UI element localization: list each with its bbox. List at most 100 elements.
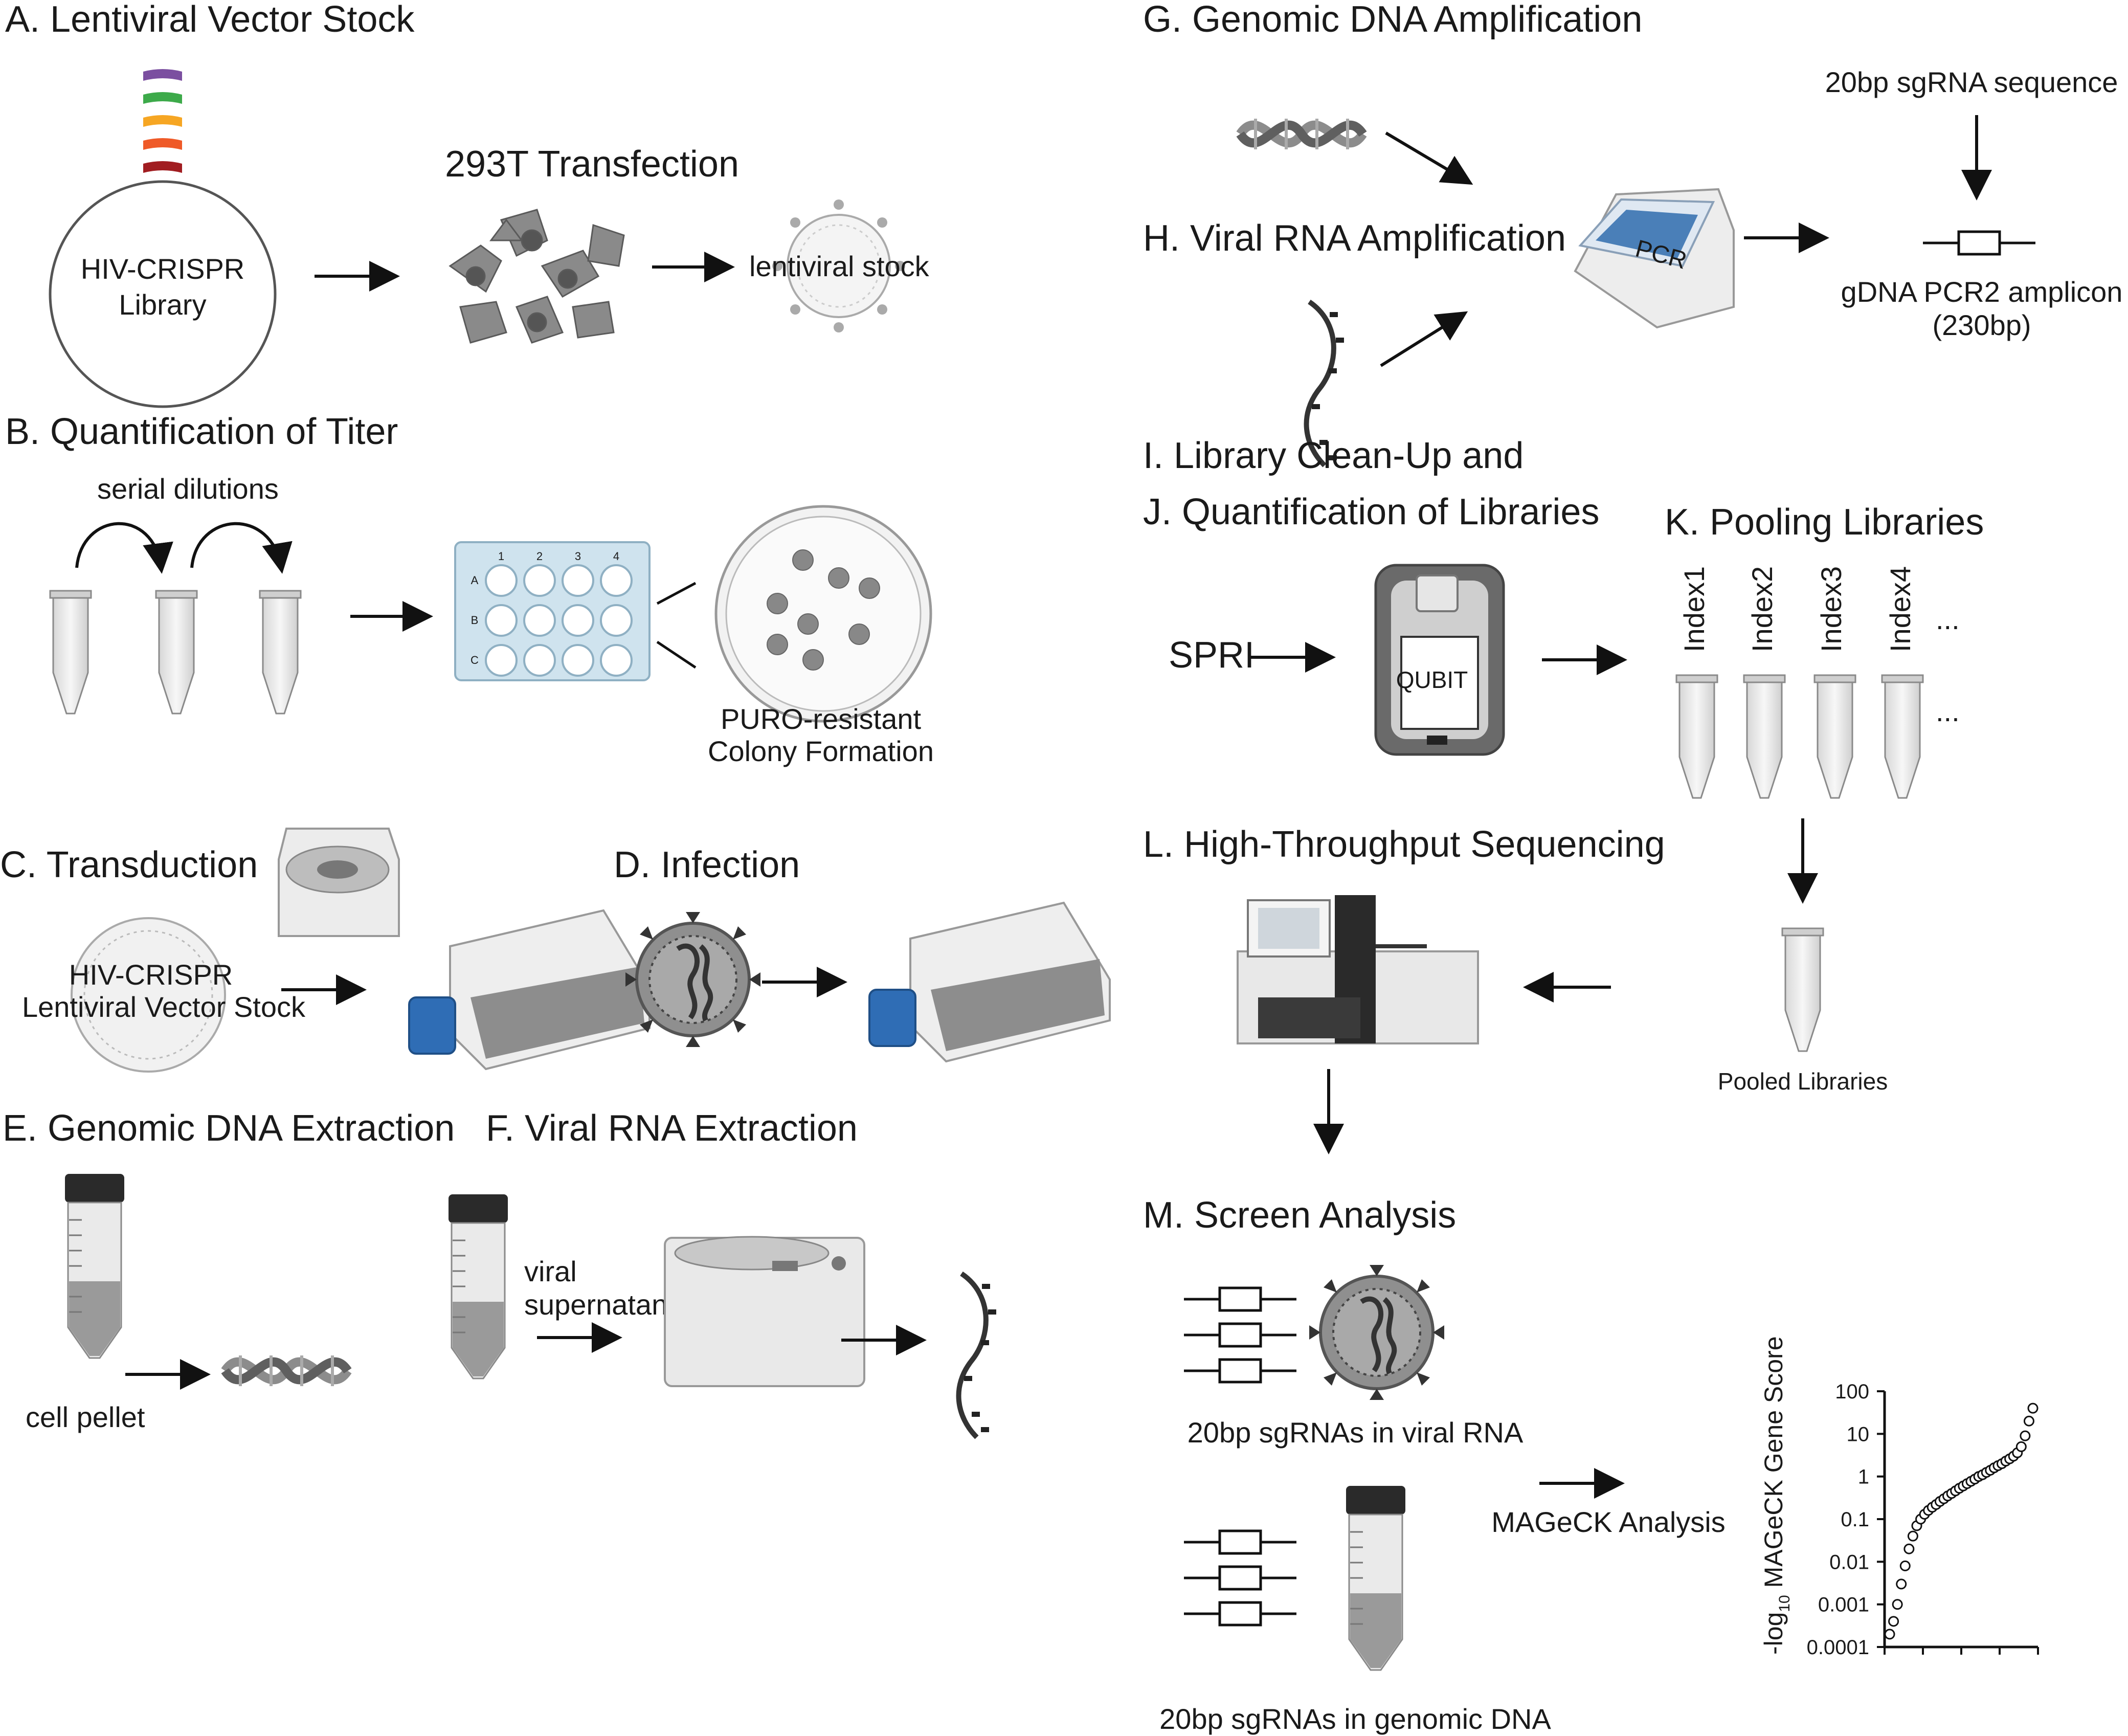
- viral-grna-1: [1184, 1288, 1296, 1310]
- dna-icon-e: [225, 1355, 348, 1386]
- panel-h: H. Viral RNA Amplification: [1143, 218, 1566, 465]
- index-tube-3: [1813, 674, 1856, 799]
- cell-cluster-illustration: [449, 209, 625, 344]
- plate-col-label: 2: [536, 550, 543, 563]
- plate-well: [523, 564, 556, 597]
- mageck-analysis-label: MAGeCK Analysis: [1491, 1506, 1726, 1538]
- serial-dilutions-label: serial dilutions: [97, 473, 279, 505]
- plate-well: [600, 644, 633, 677]
- arrow-h1: [1380, 311, 1468, 367]
- index-label-3: Index3: [1815, 566, 1847, 652]
- panel-g-title: G. Genomic DNA Amplification: [1143, 0, 1642, 40]
- plasmid-barcode-bands: [143, 69, 182, 196]
- chart-y-label: -log10 MAGeCK Gene Score: [1759, 1336, 1793, 1655]
- panel-e: E. Genomic DNA Extraction cell pellet: [3, 1108, 455, 1433]
- panel-m: M. Screen Analysis 20bp sgRNAs in viral …: [1143, 1195, 2039, 1735]
- panel-l: L. High-Throughput Sequencing Pooled Lib…: [1143, 824, 1888, 1154]
- sgrna-sequence-label: 20bp sgRNA sequence: [1825, 66, 2118, 98]
- dilution-tube-3: [259, 590, 302, 715]
- panel-ij: I. Library Clean-Up and J. Quantificatio…: [1143, 435, 1627, 756]
- plate-well: [600, 604, 633, 637]
- panel-j-title: J. Quantification of Libraries: [1143, 492, 1599, 532]
- conical-tube-f: [447, 1193, 509, 1379]
- chart-point: [1888, 1616, 1899, 1627]
- panel-a: A. Lentiviral Vector Stock HIV-CRISPR Li…: [5, 0, 930, 408]
- panel-f-title: F. Viral RNA Extraction: [486, 1108, 858, 1149]
- dilution-arrow-2: [190, 522, 293, 574]
- index-label-2: Index2: [1746, 566, 1778, 652]
- plasmid-band: [143, 69, 182, 81]
- arrow-g1: [1385, 131, 1473, 185]
- plate-well: [485, 604, 518, 637]
- chart-x-ticks: [1884, 1647, 2039, 1655]
- plate-col-label: 1: [498, 550, 504, 563]
- dilution-arrow-1: [75, 522, 173, 574]
- panel-h-title: H. Viral RNA Amplification: [1143, 218, 1566, 259]
- chart-tick-label: 0.001: [1818, 1594, 1869, 1616]
- rna-icon-f: [959, 1274, 996, 1437]
- conical-tube-m: [1345, 1485, 1406, 1671]
- vector-stock-line2: Lentiviral Vector Stock: [22, 991, 306, 1023]
- panel-k-title: K. Pooling Libraries: [1665, 502, 1984, 543]
- plate-row-label: B: [471, 614, 479, 627]
- panel-c-title: C. Transduction: [0, 844, 258, 885]
- panel-d-title: D. Infection: [614, 844, 800, 885]
- plate-well: [562, 604, 594, 637]
- transfection-label: 293T Transfection: [445, 144, 739, 185]
- flask-icon-d: [868, 902, 1111, 1062]
- amplicon-line2: (230bp): [1932, 309, 2031, 341]
- plate-well: [485, 644, 518, 677]
- petri-dish: [714, 505, 932, 723]
- panel-c: C. Transduction HIV-CRISPR Lentiviral Ve…: [0, 828, 651, 1073]
- plasmid-label-line1: HIV-CRISPR: [81, 253, 245, 285]
- chart-point: [2015, 1441, 2027, 1452]
- spri-label: SPRI: [1169, 635, 1255, 676]
- cell-pellet-label: cell pellet: [26, 1401, 145, 1433]
- chart-point: [1884, 1629, 1895, 1640]
- index-tube-2: [1743, 674, 1786, 799]
- chart-tick-label: 0.1: [1841, 1508, 1869, 1531]
- panel-i-title: I. Library Clean-Up and: [1143, 435, 1524, 476]
- chart-point: [1903, 1543, 1915, 1554]
- amplicon-grna-icon: [1923, 232, 2035, 254]
- genomic-grna-3: [1184, 1603, 1296, 1625]
- dna-icon-g: [1240, 119, 1363, 149]
- genomic-grna-2: [1184, 1567, 1296, 1589]
- pooled-libraries-tube: [1781, 927, 1824, 1052]
- zoom-line-top: [656, 582, 697, 605]
- pcr-machine: [1574, 188, 1735, 329]
- chart-tick-label: 0.01: [1829, 1551, 1869, 1573]
- plate-well: [523, 644, 556, 677]
- sequencer-machine: [1237, 895, 1479, 1044]
- plate-well: [523, 604, 556, 637]
- colony-label-line1: PURO-resistant: [721, 703, 922, 735]
- plate-col-label: 4: [613, 550, 619, 563]
- plate-well: [562, 644, 594, 677]
- index-ellipsis: ...: [1936, 603, 1960, 635]
- panel-k: K. Pooling Libraries Index1 Index2 Index…: [1665, 502, 1984, 904]
- plate-row-label: C: [471, 654, 479, 666]
- panel-f: F. Viral RNA Extraction viral supernatan…: [447, 1108, 996, 1437]
- panel-e-title: E. Genomic DNA Extraction: [3, 1108, 455, 1149]
- virus-icon-m: [1309, 1265, 1444, 1400]
- plate-well: [600, 564, 633, 597]
- index-label-1: Index1: [1678, 566, 1710, 652]
- panel-m-title: M. Screen Analysis: [1143, 1195, 1456, 1236]
- chart-points: [1884, 1403, 2039, 1640]
- panel-l-title: L. High-Throughput Sequencing: [1143, 824, 1665, 865]
- panel-b-title: B. Quantification of Titer: [5, 411, 398, 452]
- dilution-tube-1: [49, 590, 92, 715]
- ultracentrifuge-icon: [664, 1236, 865, 1387]
- lentiviral-stock-label: lentiviral stock: [749, 250, 930, 282]
- viral-grna-2: [1184, 1324, 1296, 1346]
- panel-b: B. Quantification of Titer serial diluti…: [5, 411, 934, 767]
- plasmid-band: [143, 115, 182, 127]
- dilution-tube-2: [155, 590, 198, 715]
- chart-tick-label: 10: [1847, 1423, 1870, 1445]
- chart-point: [2023, 1415, 2034, 1427]
- plate-row-label: A: [471, 574, 479, 587]
- virus-icon-d: [625, 912, 760, 1047]
- chart-point: [2027, 1403, 2039, 1414]
